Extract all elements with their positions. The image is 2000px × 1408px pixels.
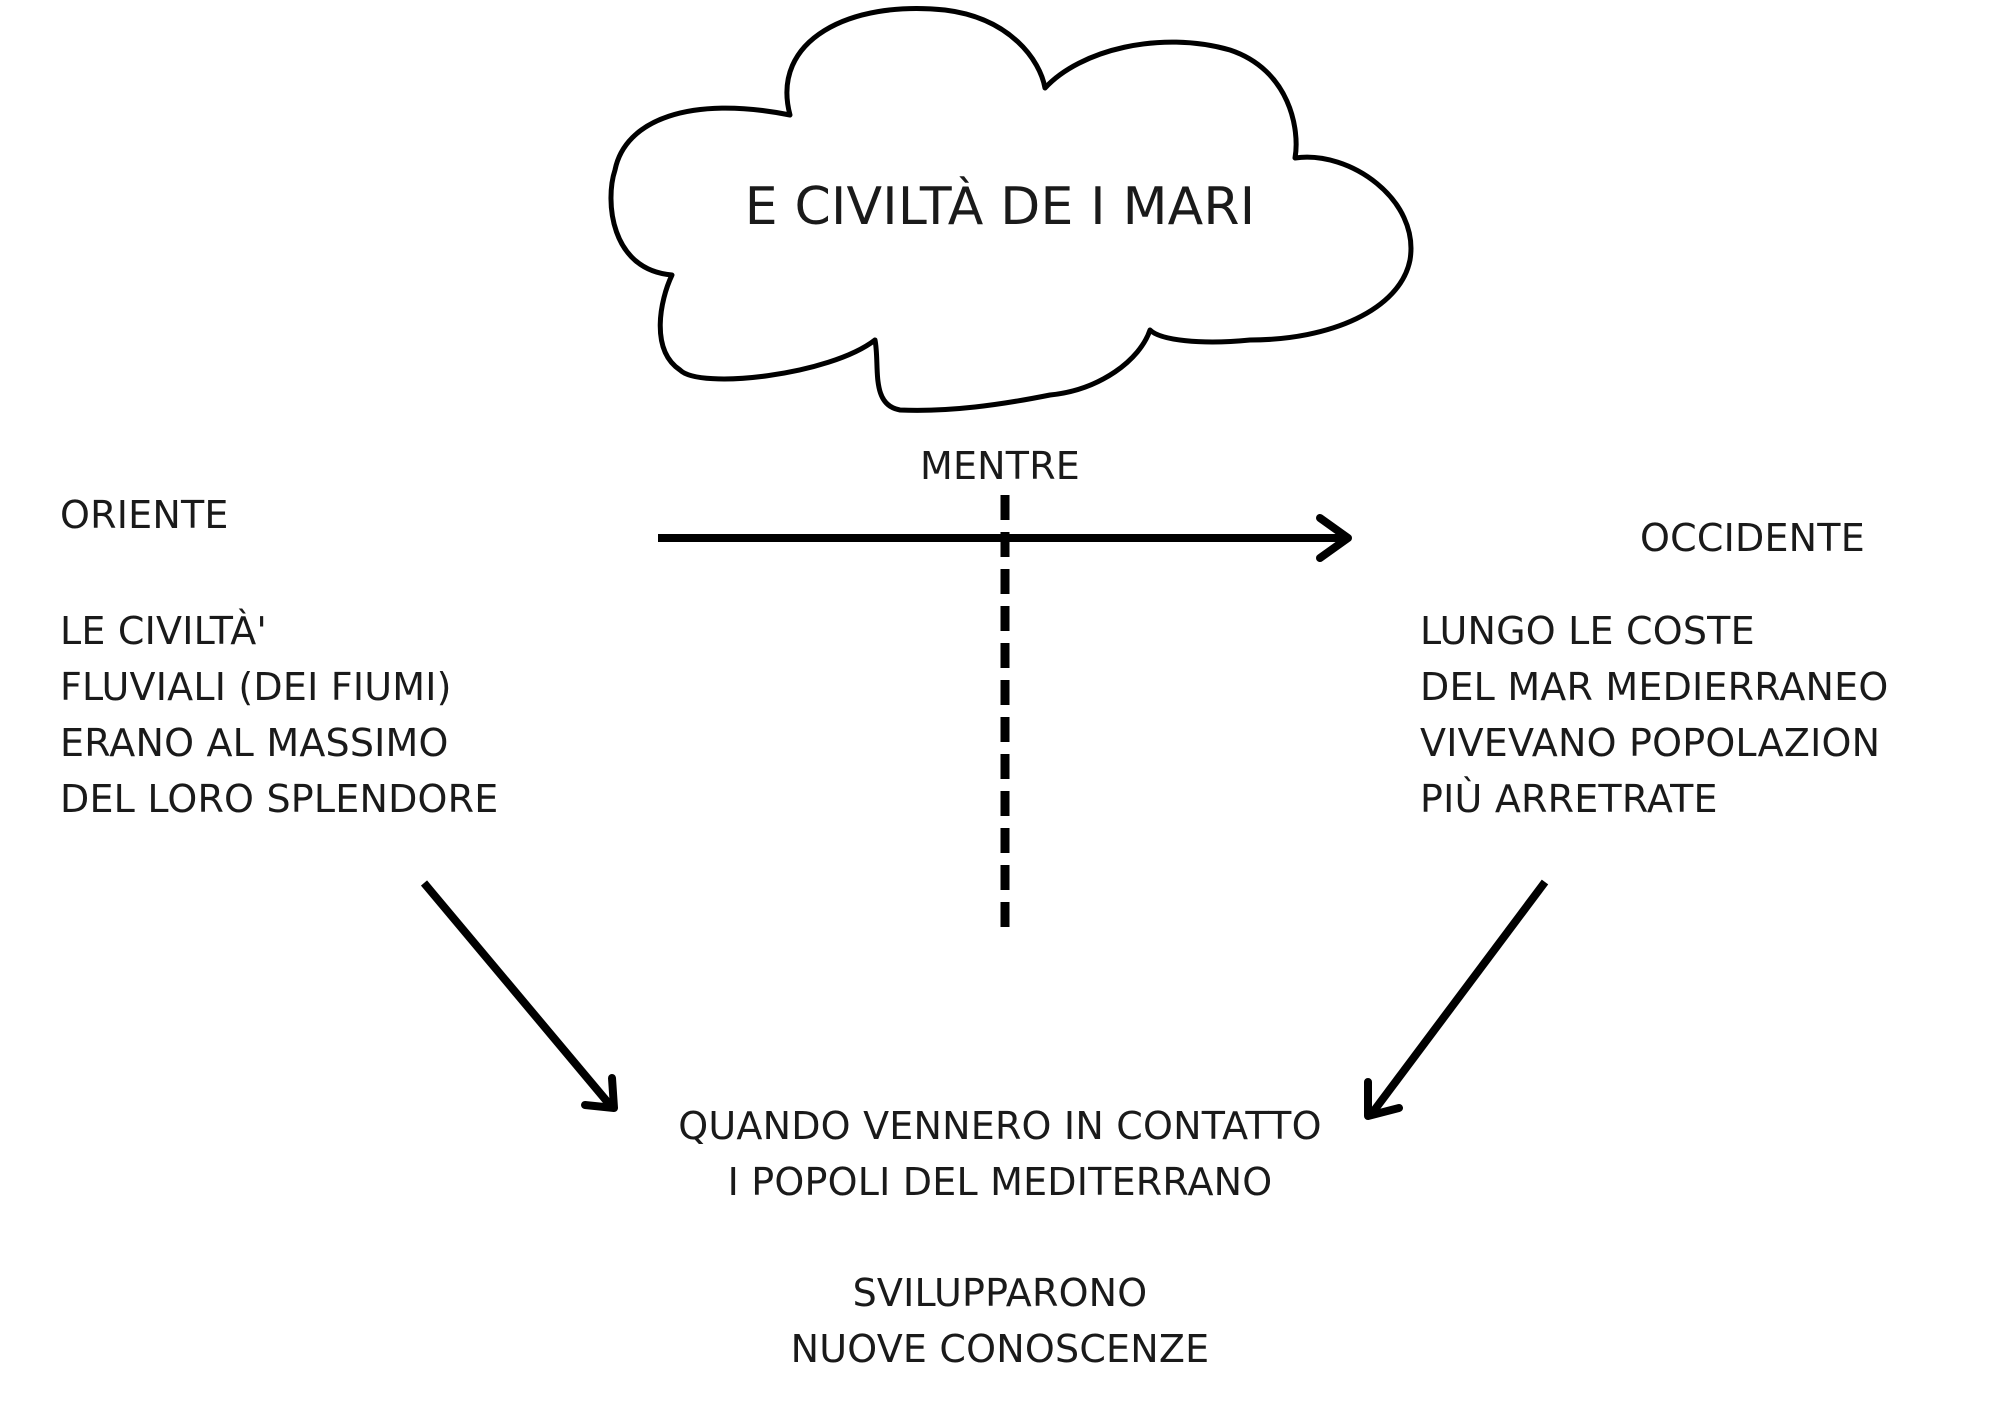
oriente-line: FLUVIALI (DEI FIUMI)	[60, 665, 452, 709]
oriente-description: LE CIVILTÀ' FLUVIALI (DEI FIUMI) ERANO A…	[60, 603, 498, 827]
occidente-line: DEL MAR MEDIERRANEO	[1420, 665, 1889, 709]
oriente-line: LE CIVILTÀ'	[60, 609, 268, 653]
conclusion-result: SVILUPPARONO NUOVE CONOSCENZE	[600, 1265, 1400, 1377]
cloud-shape	[608, 6, 1414, 413]
left-arrowhead-icon	[581, 1074, 618, 1112]
oriente-line: ERANO AL MASSIMO	[60, 721, 449, 765]
oriente-line: DEL LORO SPLENDORE	[60, 777, 499, 821]
left-diagonal-arrow-line	[420, 880, 614, 1108]
occidente-line: LUNGO LE COSTE	[1420, 609, 1755, 653]
conclusion-contact: QUANDO VENNERO IN CONTATTO I POPOLI DEL …	[600, 1098, 1400, 1210]
divider-label: MENTRE	[919, 444, 1081, 488]
conclusion-line: SVILUPPARONO	[852, 1271, 1148, 1315]
right-arrowhead-icon	[1364, 1078, 1403, 1120]
occidente-description: LUNGO LE COSTE DEL MAR MEDIERRANEO VIVEV…	[1420, 603, 1888, 827]
occidente-line: VIVEVANO POPOLAZION	[1420, 721, 1881, 765]
oriente-heading: ORIENTE	[60, 493, 229, 537]
conclusion-line: I POPOLI DEL MEDITERRANO	[727, 1160, 1273, 1204]
timeline-arrowhead-icon	[1316, 514, 1352, 562]
occidente-heading: OCCIDENTE	[1640, 516, 1865, 560]
occidente-line: PIÙ ARRETRATE	[1420, 777, 1718, 821]
conclusion-line: QUANDO VENNERO IN CONTATTO	[678, 1104, 1322, 1148]
right-diagonal-arrow-line	[1369, 879, 1549, 1115]
cloud-title: E CIVILTÀ DE I MARI	[744, 177, 1256, 237]
conclusion-line: NUOVE CONOSCENZE	[790, 1327, 1210, 1371]
